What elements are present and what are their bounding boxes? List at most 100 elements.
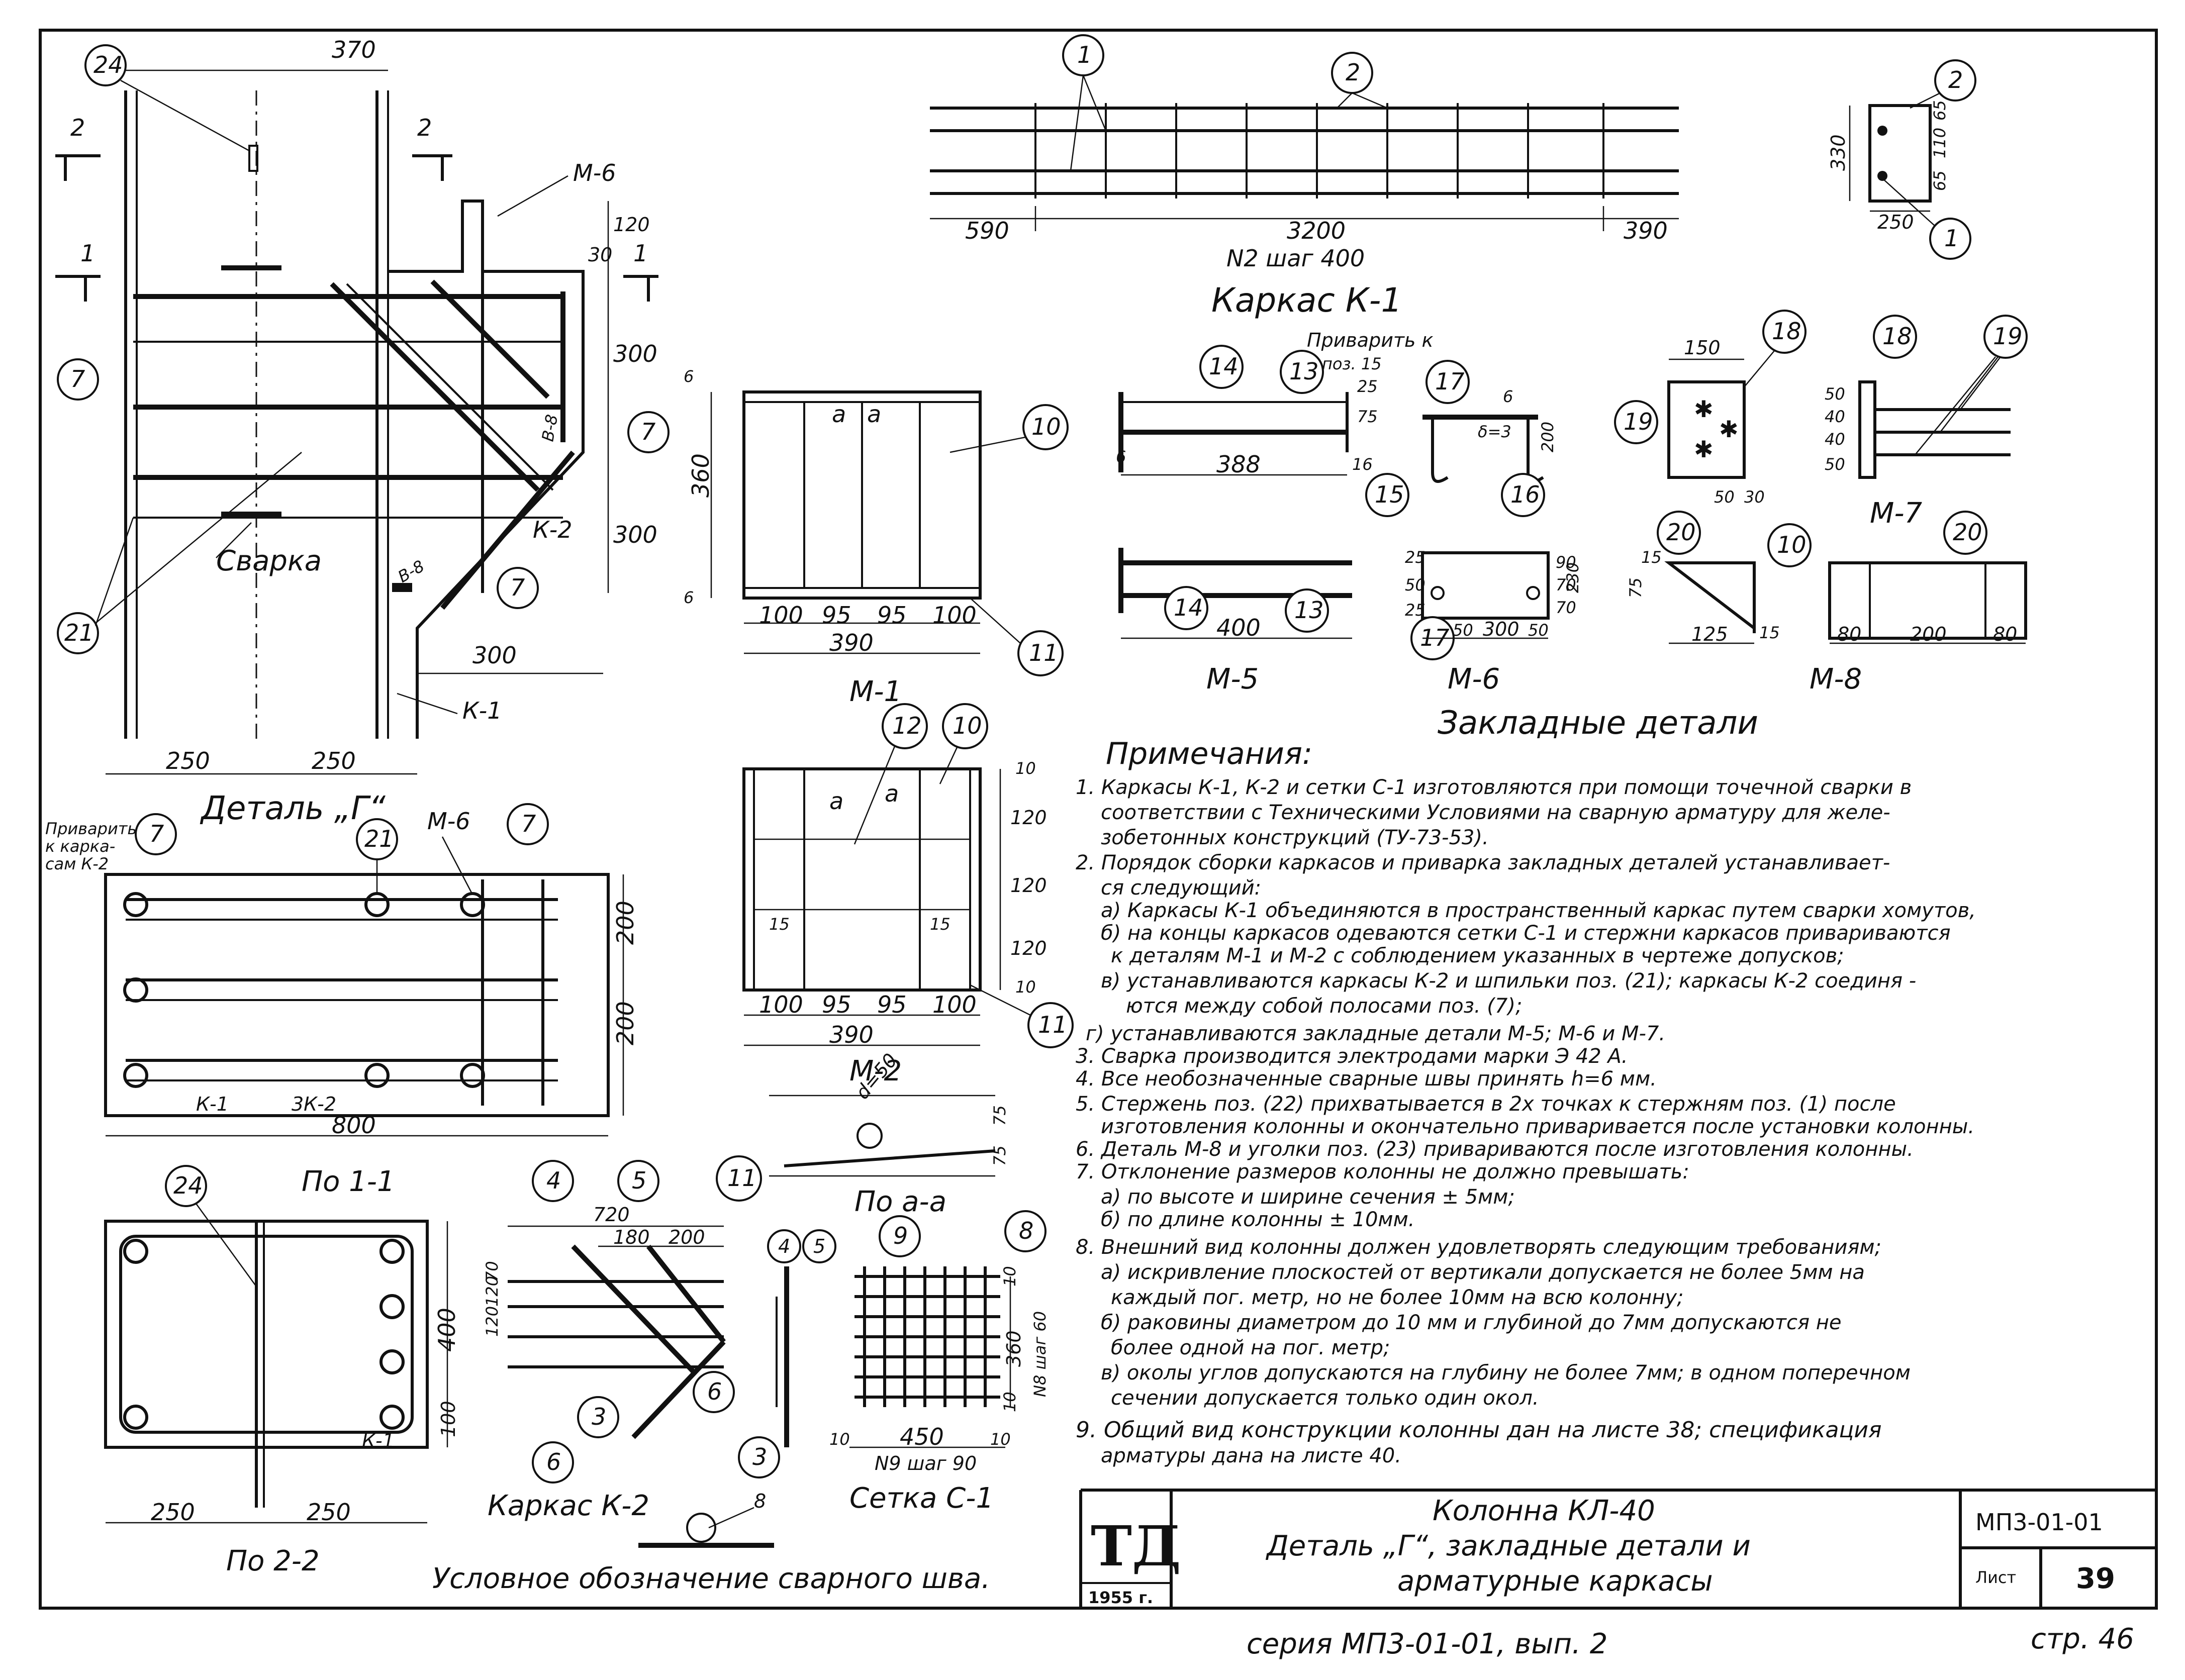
note-line-25: сечении допускается только один окол. xyxy=(1111,1387,1539,1410)
m6-pos-17a: 17 xyxy=(1435,368,1465,395)
k1-sec-65a: 65 xyxy=(1930,100,1949,121)
section-11: 800 200 200 Приварить к карка- сам К-2 7… xyxy=(45,803,639,1198)
note-line-8: в) устанавливаются каркасы К-2 и шпильки… xyxy=(1101,969,1916,993)
note-line-20: а) искривление плоскостей от вертикали д… xyxy=(1101,1261,1865,1284)
label-b8-a: В-8 xyxy=(538,413,561,443)
label-b8-b: В-8 xyxy=(395,556,428,586)
tb-sheet-label: Лист xyxy=(1975,1568,2016,1587)
title-block: ТД 1955 г. Колонна КЛ-40 Деталь „Г“, зак… xyxy=(1079,1489,2156,1608)
s11-k1: К-1 xyxy=(196,1093,229,1115)
m8-d15b: 15 xyxy=(1759,623,1780,642)
c1-pos-9: 9 xyxy=(893,1222,908,1249)
note-line-3: 2. Порядок сборки каркасов и приварка за… xyxy=(1076,851,1890,874)
m7-pos-18a: 18 xyxy=(1772,318,1801,345)
m6-d300: 300 xyxy=(1483,618,1519,640)
m1-plate: 360 6 6 a a 100 95 95 100 390 М-1 10 11 xyxy=(684,367,1069,708)
note-line-4: ся следующий: xyxy=(1101,876,1261,900)
c1-step: N9 шаг 90 xyxy=(875,1452,977,1474)
k1-sec-110: 110 xyxy=(1930,128,1949,158)
footer-page: стр. 46 xyxy=(2031,1623,2134,1655)
tb-title-2: Деталь „Г“, закладные детали и xyxy=(1265,1530,1751,1562)
s11-privar-2: к карка- xyxy=(45,837,115,856)
section-22: 24 400 100 К-1 250 250 По 2-2 xyxy=(104,1165,460,1577)
k2-pos-3b: 3 xyxy=(752,1443,767,1470)
m5-d400: 400 xyxy=(1216,614,1261,641)
m5-pos-14a: 14 xyxy=(1209,353,1239,380)
k2-d200: 200 xyxy=(669,1226,705,1248)
c1-title: Сетка С-1 xyxy=(849,1482,994,1515)
dim-250-b: 250 xyxy=(312,747,356,774)
s11-h2: 200 xyxy=(612,1001,639,1045)
weld-caption: Условное обозначение сварного шва. xyxy=(432,1562,990,1595)
label-k2: К-2 xyxy=(533,516,573,543)
m2-title: М-2 xyxy=(849,1055,902,1088)
pos-7-b: 7 xyxy=(641,418,655,445)
dim-300-h: 300 xyxy=(472,642,517,669)
note-line-26: 9. Общий вид конструкции колонны дан на … xyxy=(1076,1417,1881,1443)
m2-dim-100a: 100 xyxy=(759,991,803,1018)
note-line-13: 5. Стержень поз. (22) прихватывается в 2… xyxy=(1076,1093,1896,1116)
k2-pos-3a: 3 xyxy=(592,1403,606,1430)
m7-star1: ✱ xyxy=(1694,396,1714,423)
m8-d80a: 80 xyxy=(1837,623,1861,645)
k1-dim-590: 590 xyxy=(965,217,1009,244)
s22-w2: 250 xyxy=(307,1499,351,1526)
m7-pos-19a: 19 xyxy=(1624,408,1653,435)
m8-d80b: 80 xyxy=(1993,623,2017,645)
m1-a-1: a xyxy=(832,401,846,428)
note-line-15: 6. Деталь М-8 и уголки поз. (23) привари… xyxy=(1076,1138,1914,1161)
section-2-left: 2 xyxy=(70,114,85,141)
m5-title: М-5 xyxy=(1206,663,1259,696)
note-line-2: зобетонных конструкций (ТУ-73-53). xyxy=(1101,826,1489,849)
m2-v10a: 10 xyxy=(1015,759,1036,778)
m7-v40b: 40 xyxy=(1825,430,1845,449)
m6-pos-15: 15 xyxy=(1375,481,1404,508)
m5-d25: 25 xyxy=(1357,377,1378,396)
m1-edge: 6 xyxy=(684,367,694,386)
m5-d6: 6 xyxy=(1116,447,1126,466)
karkas-k2: 720 180 200 120 120 70 4 5 4 5 3 6 3 6 К… xyxy=(483,1160,836,1522)
c1-vstep: N8 шаг 60 xyxy=(1030,1311,1050,1397)
embedded-details: 14 13 Приварить к поз. 15 25 75 16 6 388… xyxy=(1116,310,2028,742)
c1-d450: 450 xyxy=(900,1423,944,1450)
note-line-12: 4. Все необозначенные сварные швы принят… xyxy=(1076,1067,1657,1091)
m7-d30: 30 xyxy=(1744,487,1765,507)
m8-d15a: 15 xyxy=(1641,548,1662,567)
m2-a-1: a xyxy=(829,787,843,815)
k2-pos-4a: 4 xyxy=(546,1167,561,1194)
aa-pos-11: 11 xyxy=(727,1164,757,1192)
m7-star3: ✱ xyxy=(1694,436,1714,463)
m1-total: 390 xyxy=(829,629,874,656)
section-1-right: 1 xyxy=(633,240,648,267)
c1-pos-8: 8 xyxy=(1019,1217,1033,1244)
k1-title: Каркас К-1 xyxy=(1211,281,1402,320)
tb-code: МП3-01-01 xyxy=(1975,1509,2103,1536)
note-line-18: б) по длине колонны ± 10мм. xyxy=(1101,1208,1415,1231)
note-line-27: арматуры дана на листе 40. xyxy=(1101,1444,1401,1467)
m8-pos-20a: 20 xyxy=(1666,519,1696,546)
sheet-frame xyxy=(39,29,2158,1610)
k1-sec-65b: 65 xyxy=(1930,170,1949,191)
c1-v360: 360 xyxy=(1003,1330,1025,1367)
m7-d50: 50 xyxy=(1714,487,1735,507)
m8-d75: 75 xyxy=(1626,577,1645,598)
k2-title: Каркас К-2 xyxy=(488,1490,649,1522)
weld-symbol: 8 Условное обозначение сварного шва. xyxy=(432,1490,990,1595)
dim-300-a: 300 xyxy=(613,340,657,367)
tb-title-3: арматурные каркасы xyxy=(1397,1565,1713,1598)
tb-title-1: Колонна КЛ-40 xyxy=(1433,1495,1655,1527)
m2-dim-95a: 95 xyxy=(822,991,851,1018)
m6-v70: 70 xyxy=(1556,575,1576,595)
note-line-6: б) на концы каркасов одеваются сетки С-1… xyxy=(1101,922,1951,945)
c1-d10a: 10 xyxy=(829,1430,850,1449)
dim-120: 120 xyxy=(613,214,650,236)
notes-title: Примечания: xyxy=(1106,736,1312,771)
k1-dim-3200: 3200 xyxy=(1287,217,1346,244)
m6-d6: 6 xyxy=(1503,387,1513,406)
m6-v50: 50 xyxy=(1405,575,1426,595)
tb-year: 1955 г. xyxy=(1088,1588,1153,1607)
note-line-11: 3. Сварка производится электродами марки… xyxy=(1076,1045,1628,1068)
detail-g: 370 2 2 1 1 120 30 300 300 300 250 250 М… xyxy=(55,36,670,827)
m6-v70b: 70 xyxy=(1556,598,1576,617)
notes: Примечания: 1. Каркасы К-1, К-2 и сетки … xyxy=(1076,736,1976,1467)
